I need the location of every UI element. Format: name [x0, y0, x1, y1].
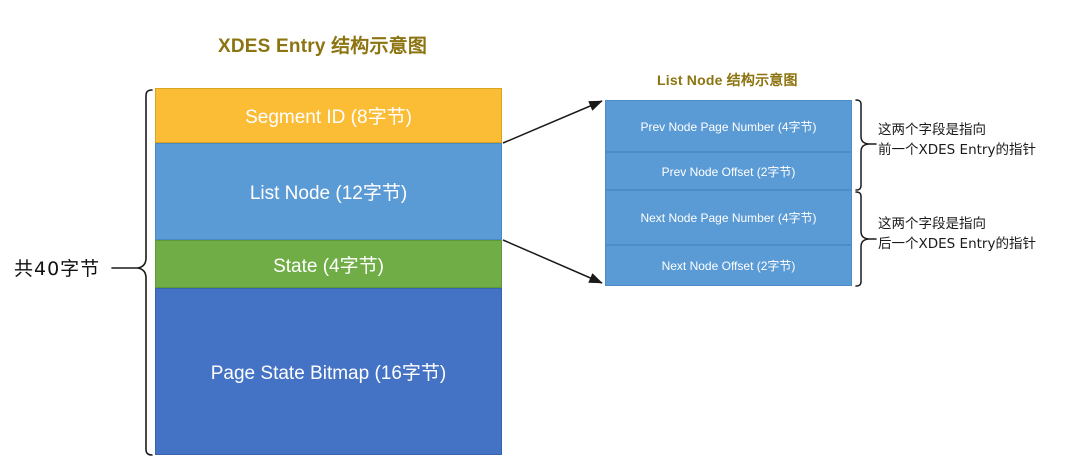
list-node-row-next-offset: Next Node Offset (2字节) — [605, 245, 852, 286]
xdes-entry-block-stack: Segment ID (8字节) List Node (12字节) State … — [155, 88, 502, 455]
list-node-block-stack: Prev Node Page Number (4字节) Prev Node Of… — [605, 100, 852, 286]
total-size-brace — [111, 89, 153, 456]
connector-listnode-bottom — [502, 239, 603, 284]
annotation-next-pointer: 这两个字段是指向 后一个XDES Entry的指针 — [878, 214, 1036, 254]
list-node-row-prev-page-number: Prev Node Page Number (4字节) — [605, 100, 852, 152]
annotation-next-pointer-line2: 后一个XDES Entry的指针 — [878, 236, 1036, 252]
annotation-next-pointer-line1: 这两个字段是指向 — [878, 216, 986, 232]
list-node-row-next-page-number: Next Node Page Number (4字节) — [605, 190, 852, 245]
annotation-prev-pointer-line2: 前一个XDES Entry的指针 — [878, 142, 1036, 158]
xdes-row-page-state-bitmap: Page State Bitmap (16字节) — [155, 288, 502, 455]
annotation-prev-pointer-line1: 这两个字段是指向 — [878, 122, 986, 138]
xdes-row-state: State (4字节) — [155, 240, 502, 288]
annotation-prev-pointer: 这两个字段是指向 前一个XDES Entry的指针 — [878, 120, 1036, 160]
xdes-row-list-node-label: List Node (12字节) — [249, 183, 408, 204]
xdes-row-segment-id: Segment ID (8字节) — [155, 88, 502, 143]
list-node-row-prev-page-number-label: Prev Node Page Number (4字节) — [640, 119, 817, 134]
xdes-row-page-state-bitmap-label: Page State Bitmap (16字节) — [210, 363, 447, 384]
xdes-row-list-node: List Node (12字节) — [155, 143, 502, 240]
xdes-row-segment-id-label: Segment ID (8字节) — [245, 107, 412, 128]
list-node-row-next-page-number-label: Next Node Page Number (4字节) — [640, 211, 817, 225]
list-node-row-prev-offset: Prev Node Offset (2字节) — [605, 152, 852, 190]
xdes-entry-title: XDES Entry 结构示意图 — [218, 36, 428, 57]
xdes-total-size-label: 共40字节 — [14, 258, 101, 280]
brace-prev-pointer — [855, 99, 877, 191]
listnode-connector-lines — [502, 100, 603, 284]
connector-listnode-top — [502, 100, 603, 144]
brace-next-pointer — [855, 191, 877, 287]
list-node-row-prev-offset-label: Prev Node Offset (2字节) — [661, 164, 796, 179]
list-node-row-next-offset-label: Next Node Offset (2字节) — [661, 259, 796, 273]
xdes-row-state-label: State (4字节) — [273, 255, 384, 277]
list-node-title: List Node 结构示意图 — [657, 72, 798, 88]
